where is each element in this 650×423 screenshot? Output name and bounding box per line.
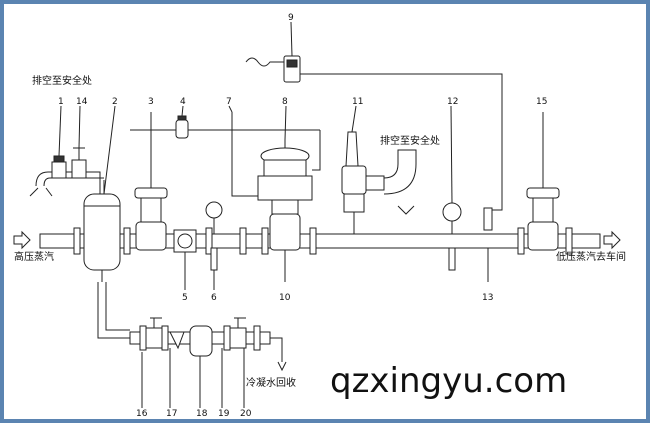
vent-valves-left: [29, 147, 104, 197]
leader-lines: [58, 21, 453, 408]
callout-17: 17: [166, 409, 177, 419]
sensor-13: [483, 207, 493, 282]
outlet-label: 低压蒸汽去车间: [556, 250, 626, 263]
gate-valve-3: [134, 112, 168, 251]
callout-7: 7: [226, 97, 232, 107]
callout-16: 16: [136, 409, 148, 419]
safety-valve-11: [341, 131, 417, 234]
condensate-label: 冷凝水回收: [246, 376, 296, 389]
exhaust-label-right: 排空至安全处: [380, 134, 440, 147]
callout-18: 18: [196, 409, 208, 419]
callout-14: 14: [76, 97, 88, 107]
main-pipe: [39, 227, 601, 255]
callout-3: 3: [148, 97, 154, 107]
callout-9: 9: [288, 13, 294, 23]
gate-valve-15: [526, 112, 560, 251]
outlet-arrow: [603, 230, 621, 250]
callout-11: 11: [352, 97, 363, 107]
callout-19: 19: [218, 409, 230, 419]
separator-tank: [83, 180, 130, 339]
callout-6: 6: [211, 293, 217, 303]
callout-5: 5: [182, 293, 188, 303]
controller-9: [283, 55, 301, 83]
callout-4: 4: [180, 97, 186, 107]
strainer-5: [173, 229, 197, 253]
callout-13: 13: [482, 293, 493, 303]
callout-8: 8: [282, 97, 288, 107]
callout-20: 20: [240, 409, 252, 419]
inlet-label: 高压蒸汽: [14, 250, 54, 263]
filter-regulator-4: [175, 115, 189, 139]
callout-15: 15: [536, 97, 547, 107]
control-valve: [257, 140, 313, 282]
callout-10: 10: [279, 293, 291, 303]
callout-2: 2: [112, 97, 118, 107]
callout-12: 12: [447, 97, 458, 107]
condensate-line: [129, 317, 287, 372]
exhaust-label-left: 排空至安全处: [32, 74, 92, 87]
inlet-arrow: [13, 230, 31, 250]
watermark: qzxingyu.com: [330, 361, 567, 401]
callout-1: 1: [58, 97, 64, 107]
